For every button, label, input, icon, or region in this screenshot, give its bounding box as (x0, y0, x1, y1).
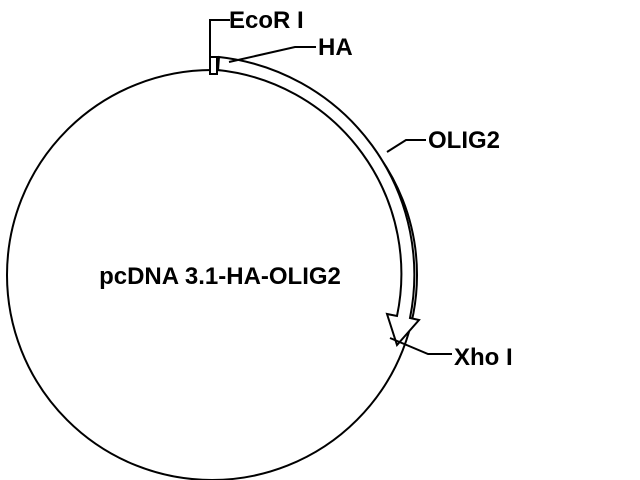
ecori-leader-line (209, 19, 230, 66)
olig2-insert-arrow (216, 55, 421, 347)
xhoi-leader-line (389, 337, 452, 355)
ecori-site-label: EcoR I (229, 7, 304, 34)
ha-tag-label: HA (318, 34, 353, 61)
ha-tag-box (209, 56, 218, 75)
olig2-gene-label: OLIG2 (428, 127, 500, 154)
plasmid-name-label: pcDNA 3.1-HA-OLIG2 (99, 263, 341, 290)
ha-leader-line (228, 46, 316, 63)
olig2-leader-line (386, 139, 426, 153)
xhoi-site-label: Xho I (454, 344, 513, 371)
